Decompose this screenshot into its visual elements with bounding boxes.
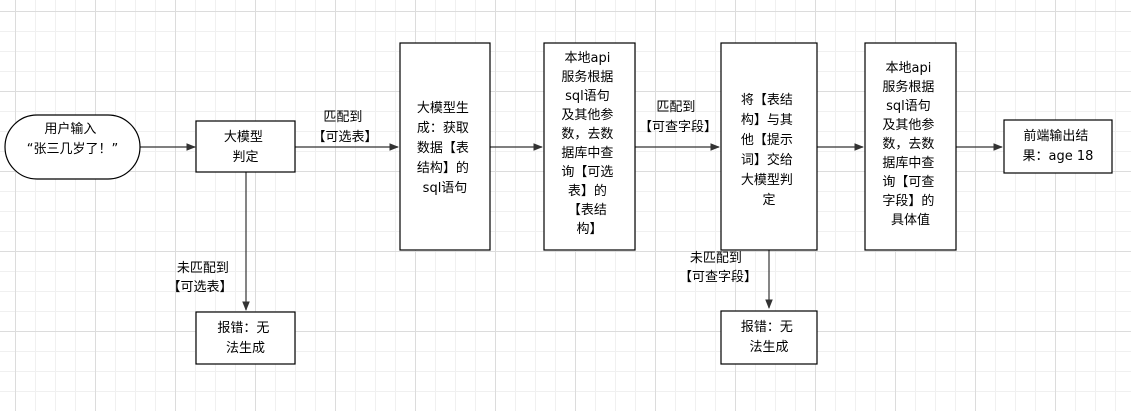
node-llm-judge-text: 大模型 判定 bbox=[224, 130, 267, 165]
node-llm-field-judge-text: 将【表结 构】与其 他【提示 词】交给 大模型判 定 bbox=[741, 93, 797, 208]
node-error-2-text: 报错：无 法生成 bbox=[741, 320, 797, 355]
node-llm-generate-sql: 大模型生 成：获取 数据【表 结构】的 sql语句 bbox=[399, 42, 491, 251]
node-user-input: 用户输入 “张三几岁了！” bbox=[4, 114, 141, 180]
node-local-api-values: 本地api 服务根据 sql语句 及其他参 数，去数 据库中查 询【可查 字段】… bbox=[864, 42, 957, 251]
node-llm-judge: 大模型 判定 bbox=[195, 120, 296, 173]
label-unmatched-table: 未匹配到 【可选表】 bbox=[167, 261, 233, 295]
node-error-1: 报错：无 法生成 bbox=[195, 311, 296, 365]
label-matched-table: 匹配到 【可选表】 bbox=[312, 110, 377, 145]
node-frontend-output: 前端输出结 果：age 18 bbox=[1003, 119, 1113, 174]
node-llm-field-judge: 将【表结 构】与其 他【提示 词】交给 大模型判 定 bbox=[720, 42, 818, 251]
node-frontend-output-text: 前端输出结 果：age 18 bbox=[1023, 128, 1094, 164]
node-llm-generate-sql-text: 大模型生 成：获取 数据【表 结构】的 sql语句 bbox=[417, 101, 473, 196]
node-error-1-text: 报错：无 法生成 bbox=[217, 321, 273, 356]
node-local-api-structure: 本地api 服务根据 sql语句 及其他参 数，去数 据库中查 询【可选 表】的… bbox=[543, 42, 636, 251]
node-error-2: 报错：无 法生成 bbox=[720, 310, 818, 365]
node-local-api-values-text: 本地api 服务根据 sql语句 及其他参 数，去数 据库中查 询【可查 字段】… bbox=[882, 61, 938, 228]
node-local-api-structure-text: 本地api 服务根据 sql语句 及其他参 数，去数 据库中查 询【可选 表】的… bbox=[561, 51, 617, 237]
node-user-input-text: 用户输入 “张三几岁了！” bbox=[27, 121, 118, 157]
label-unmatched-field: 未匹配到 【可查字段】 bbox=[679, 251, 757, 285]
label-matched-field: 匹配到 【可查字段】 bbox=[639, 100, 717, 135]
